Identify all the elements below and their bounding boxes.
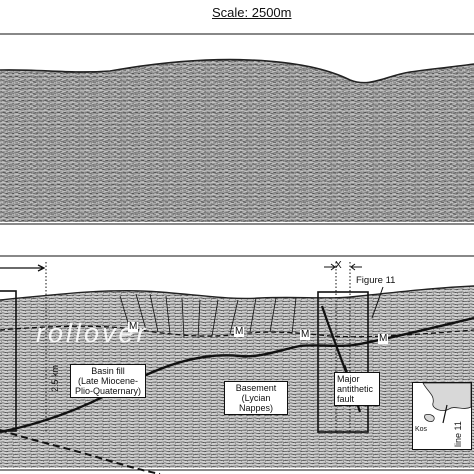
rollover-label: rollover xyxy=(36,318,149,348)
x-marker-label: X xyxy=(335,260,342,271)
lower-seismic-texture xyxy=(0,286,474,468)
scale-label: Scale: 2500m xyxy=(212,5,292,20)
basin-fill-label: Basin fill (Late Miocene- Plio-Quaternar… xyxy=(70,364,146,398)
figure11-label: Figure 11 xyxy=(356,275,396,286)
detachment-fault-line xyxy=(0,429,161,474)
top-left-arrow xyxy=(0,264,46,272)
map-line-label: line 11 xyxy=(453,421,463,447)
scale-text: Scale: 2500m xyxy=(212,5,292,20)
map-place-label: Kos xyxy=(415,426,428,433)
m-marker-4: M xyxy=(378,333,389,344)
figure11-leader xyxy=(371,286,384,319)
map-inset-drawing xyxy=(422,382,472,424)
crestal-faults xyxy=(119,293,297,339)
rollover-box xyxy=(0,290,17,432)
lower-seafloor-line xyxy=(0,285,474,301)
m-marker-1: M xyxy=(128,321,139,332)
x-arrow-left xyxy=(324,263,336,271)
figure11-box xyxy=(317,291,369,433)
m-marker-3: M xyxy=(300,329,311,340)
depth-label: 2.5 km xyxy=(50,364,60,392)
basement-label: Basement (Lycian Nappes) xyxy=(224,381,288,415)
upper-seismic-texture xyxy=(0,59,474,223)
map-inset: Kos line 11 xyxy=(412,382,472,450)
upper-seafloor-line xyxy=(0,58,474,84)
x-arrow-right xyxy=(350,263,362,271)
fault-label: Major antithetic fault xyxy=(334,372,380,406)
m-marker-2: M xyxy=(234,326,245,337)
